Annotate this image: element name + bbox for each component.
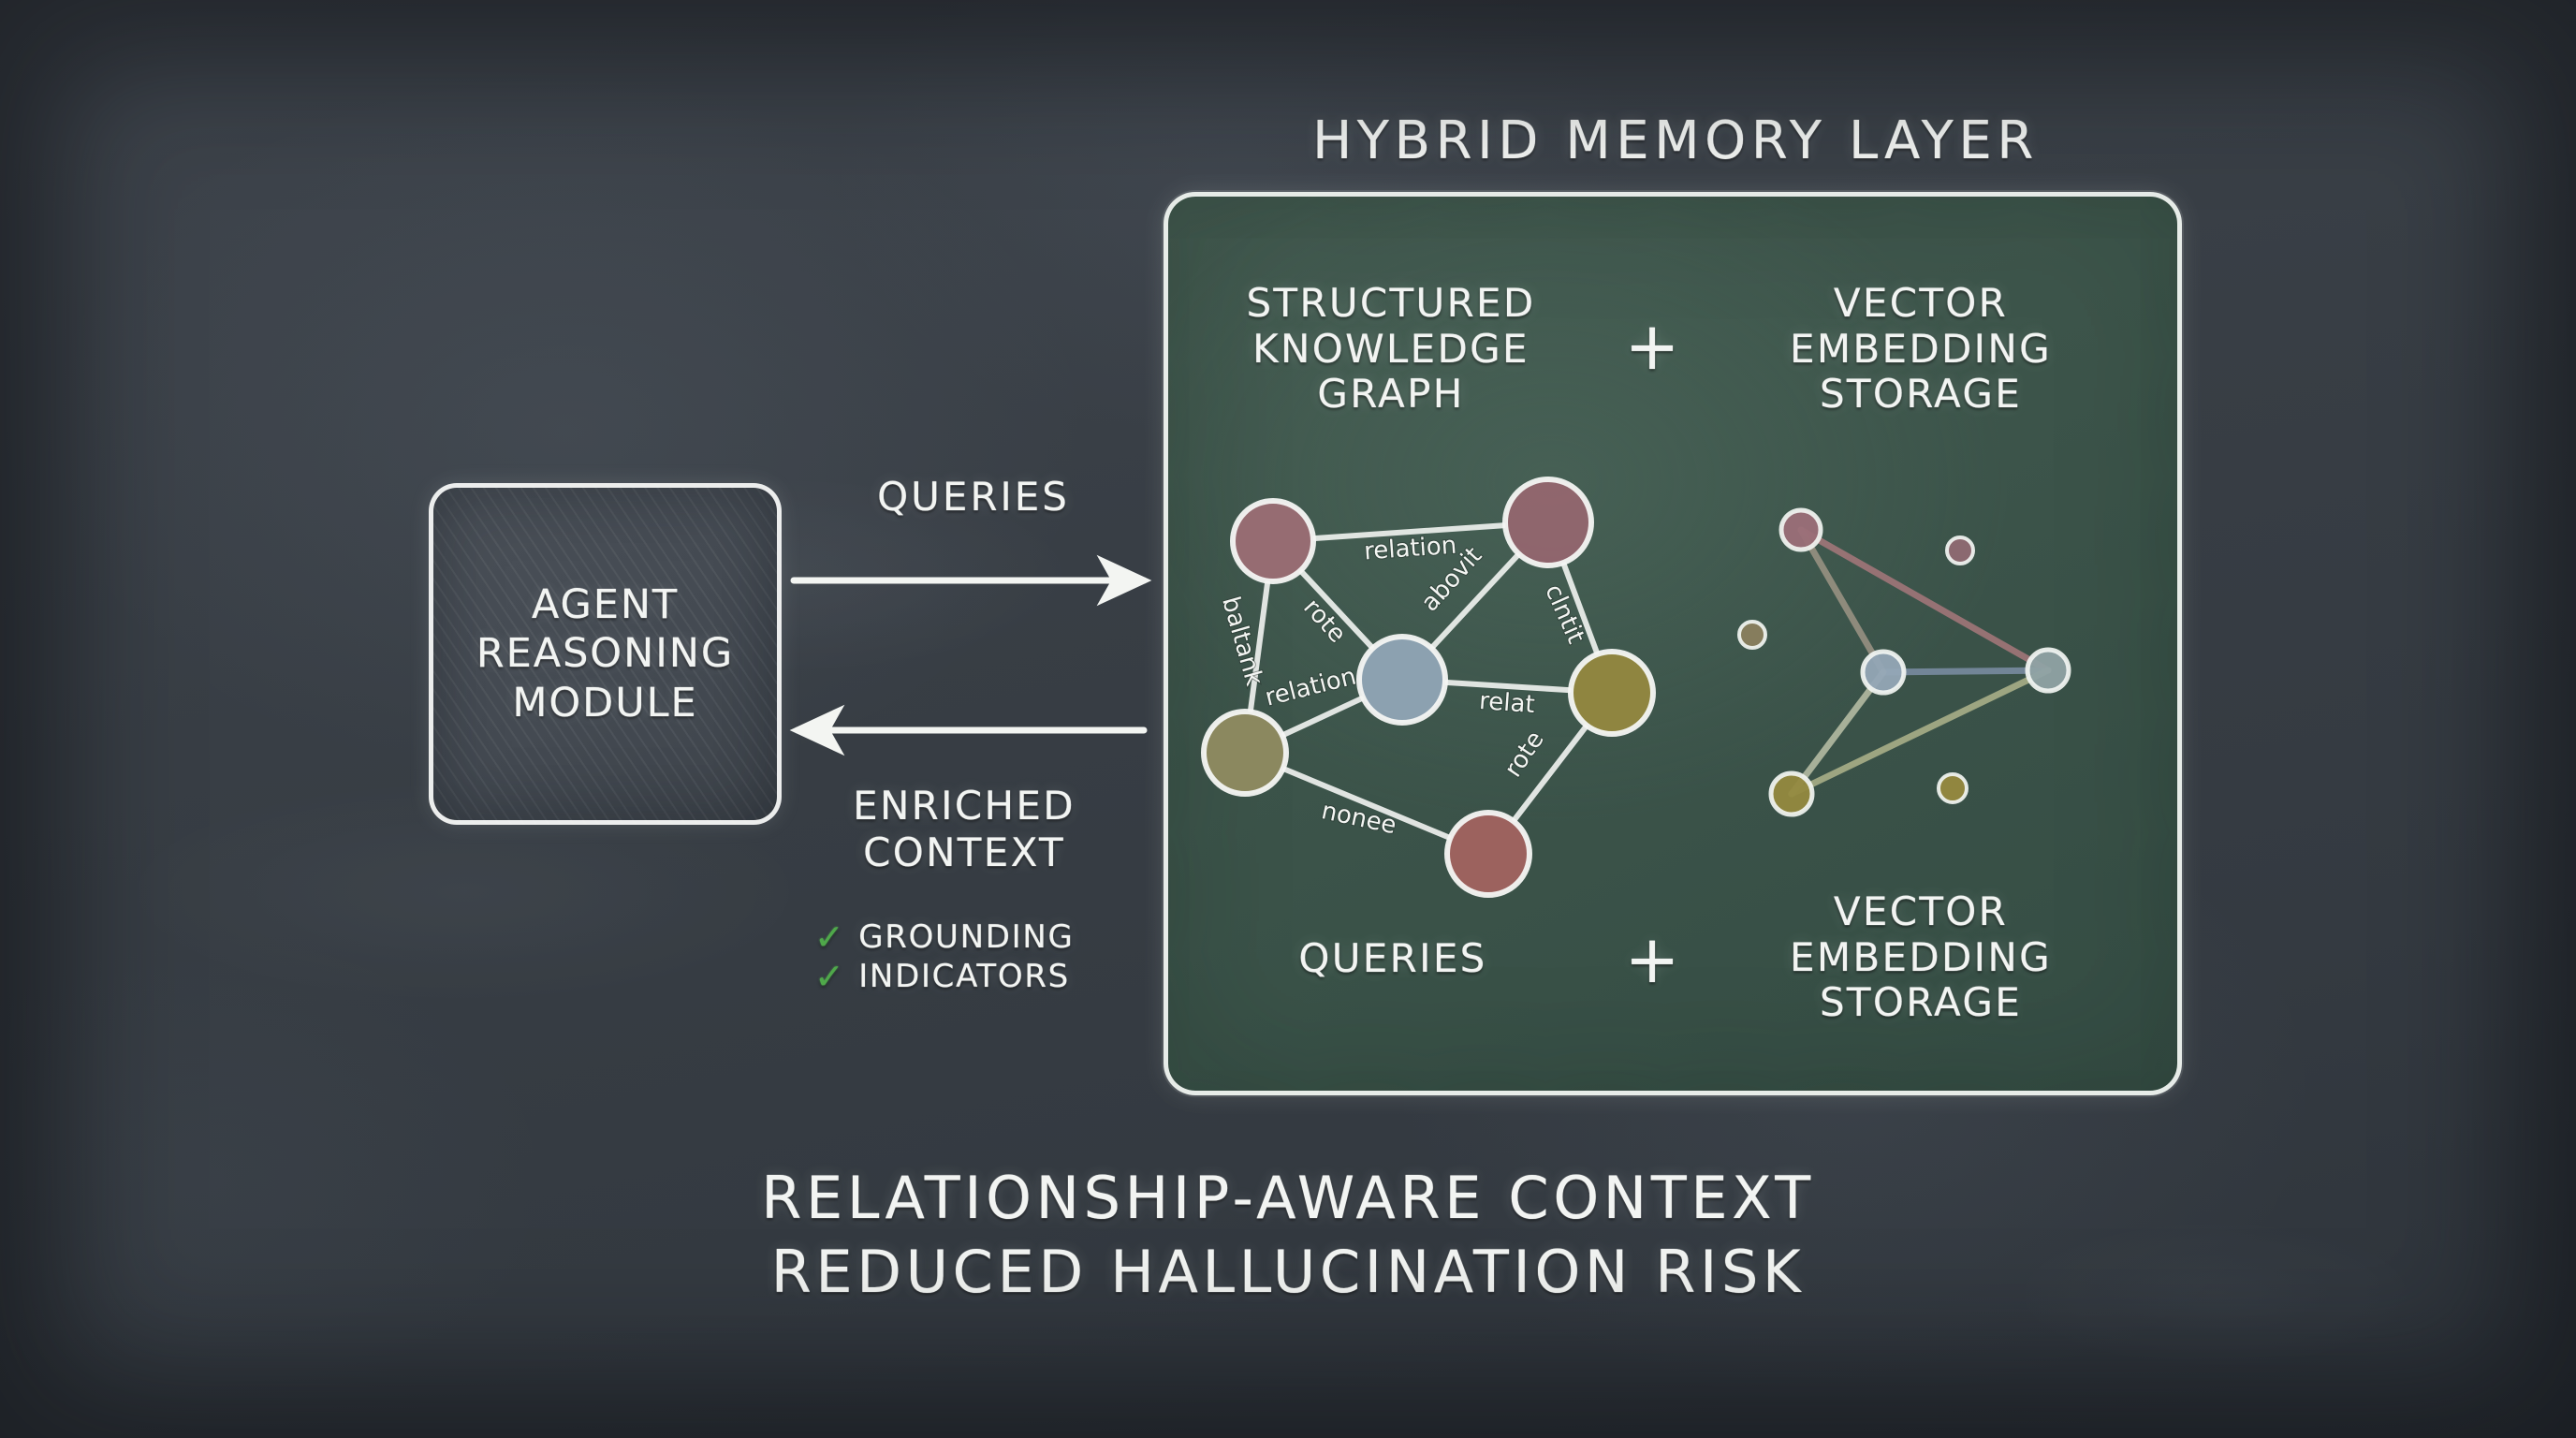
grounding-indicators-list: ✓ GROUNDING ✓ INDICATORS [814,917,1133,996]
agent-reasoning-module-box: AGENT REASONING MODULE [429,483,782,825]
grounding-item-label: GROUNDING [858,918,1075,956]
plus-icon-bottom: + [1624,921,1684,998]
grounding-item-label: INDICATORS [858,958,1070,996]
plus-icon-top: + [1624,308,1684,385]
list-item: ✓ GROUNDING [814,917,1133,957]
queries-label-bottom: QUERIES [1298,935,1487,981]
bottom-headline: RELATIONSHIP-AWARE CONTEXT REDUCED HALLU… [761,1164,1815,1307]
page-title: HYBRID MEMORY LAYER [1312,110,2039,171]
list-item: ✓ INDICATORS [814,957,1133,996]
vector-embedding-storage-label-top: VECTOR EMBEDDING STORAGE [1790,280,2052,418]
check-icon: ✓ [814,956,846,998]
structured-knowledge-graph-label: STRUCTURED KNOWLEDGE GRAPH [1246,280,1536,418]
vector-embedding-storage-label-bottom: VECTOR EMBEDDING STORAGE [1790,888,2052,1026]
check-icon: ✓ [814,917,846,959]
enriched-context-label: ENRICHED CONTEXT [853,783,1076,875]
agent-reasoning-module-label: AGENT REASONING MODULE [476,580,735,726]
queries-arrow-label: QUERIES [877,474,1070,520]
